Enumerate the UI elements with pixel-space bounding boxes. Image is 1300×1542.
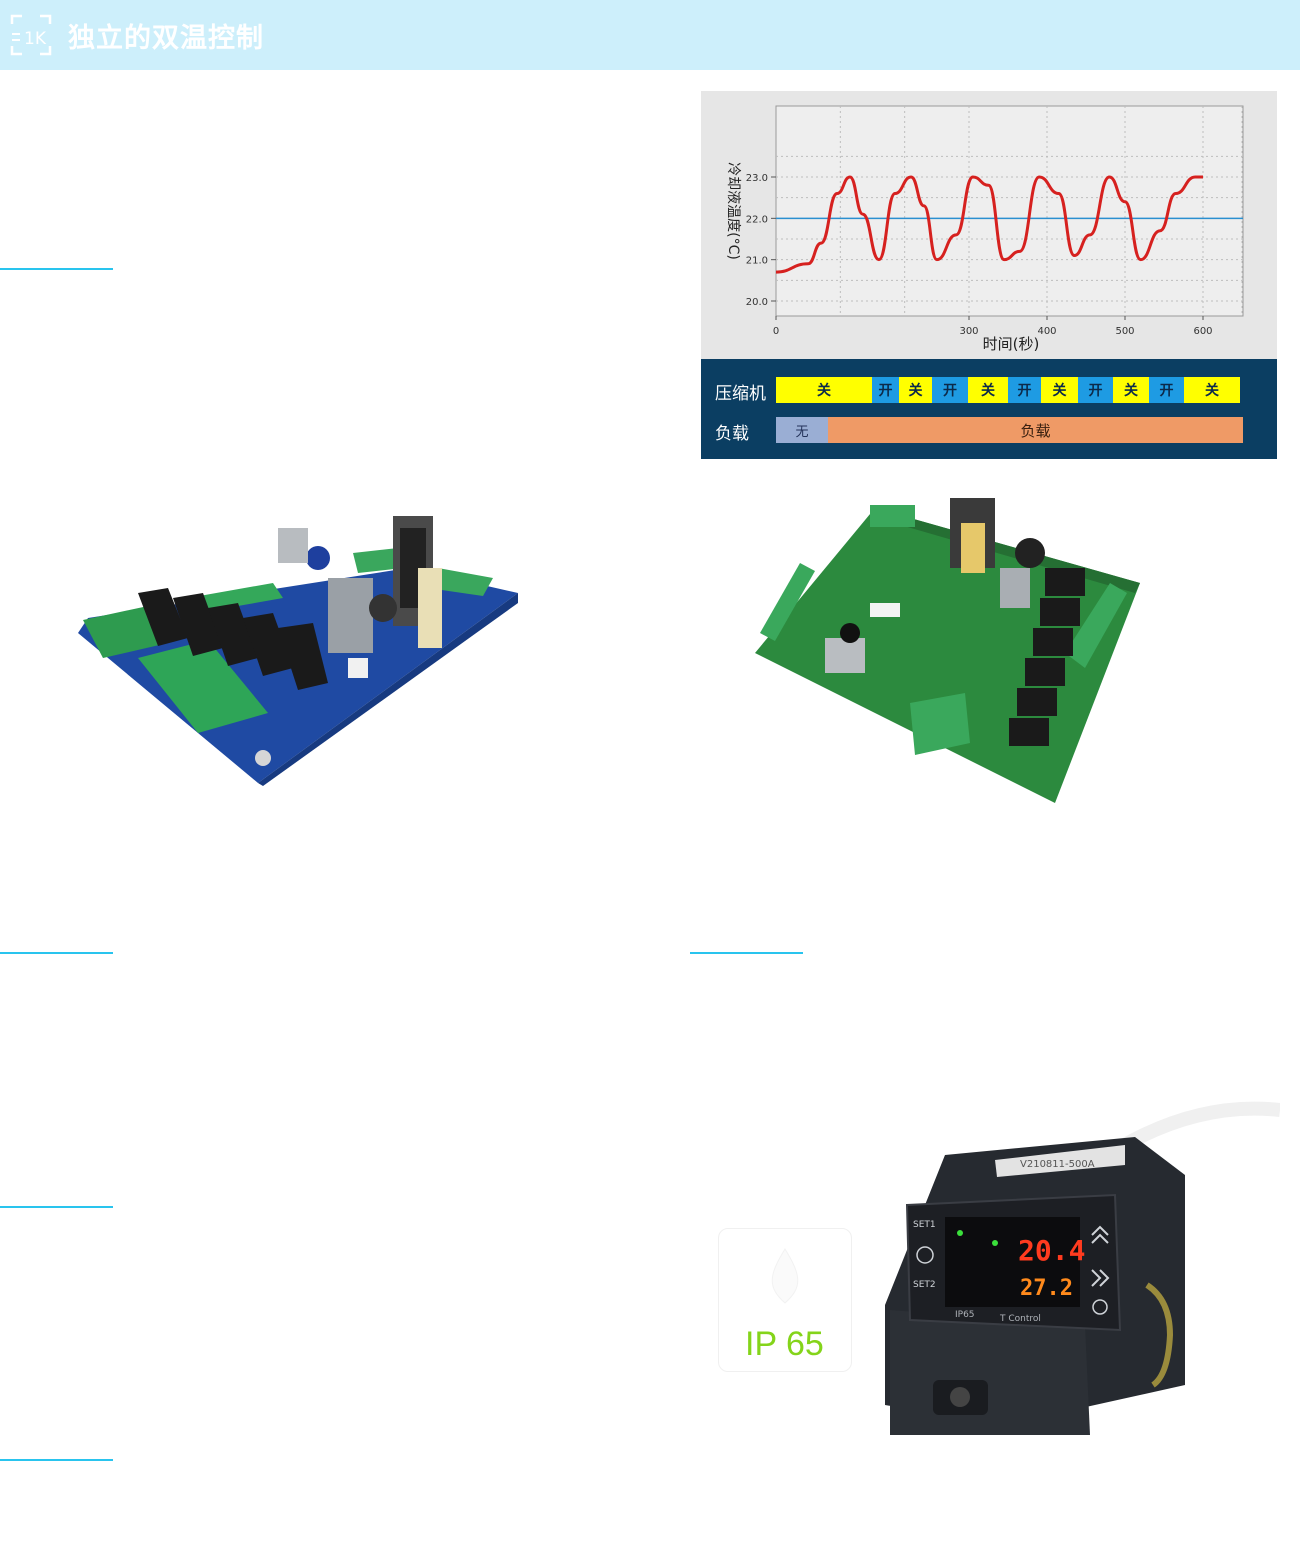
blue-pcb-board-image	[78, 516, 518, 786]
set2-label: SET2	[913, 1280, 936, 1290]
compressor-segment-off: 关	[1113, 377, 1149, 403]
temperature-chart-panel: 20.0 21.0 22.0 23.0 0 300 400 500 600 时间(秒) 冷却液温度(…	[701, 91, 1277, 459]
divider	[0, 1206, 113, 1208]
water-drop-icon	[771, 1248, 799, 1304]
green-pcb-board-image	[755, 498, 1140, 803]
ip-label: IP65	[955, 1310, 975, 1320]
compressor-segment-on: 开	[1078, 377, 1113, 403]
sticker-label: V210811-500A	[1020, 1159, 1095, 1170]
set1-label: SET1	[913, 1220, 936, 1230]
y-tick-label: 22.0	[746, 214, 768, 225]
y-axis-label: 冷却液温度(°C)	[725, 162, 741, 260]
brand-label: T Control	[999, 1314, 1041, 1324]
capacity-icon: 1K	[10, 14, 52, 56]
y-tick-label: 23.0	[746, 173, 768, 184]
ip65-badge: IP 65	[718, 1228, 852, 1372]
compressor-segment-on: 开	[872, 377, 899, 403]
y-tick-label: 20.0	[746, 297, 768, 308]
compressor-label: 压缩机	[715, 384, 766, 404]
compressor-segment-off: 关	[968, 377, 1008, 403]
load-segment-load: 负载	[828, 417, 1243, 443]
compressor-segment-on: 开	[1008, 377, 1041, 403]
load-segment-none: 无	[776, 417, 828, 443]
compressor-segment-on: 开	[1149, 377, 1184, 403]
x-tick-label: 0	[773, 326, 779, 337]
x-tick-label: 300	[959, 326, 978, 337]
plot-area	[775, 105, 1244, 317]
compressor-segment-off: 关	[776, 377, 872, 403]
x-tick-label: 500	[1115, 326, 1134, 337]
compressor-segment-off: 关	[1041, 377, 1078, 403]
compressor-segment-on: 开	[932, 377, 968, 403]
temperature-controller-image: V210811-500A 20.4 27.2 SET1 SET2 IP65 T …	[885, 1137, 1185, 1435]
x-tick-label: 600	[1193, 326, 1212, 337]
divider	[0, 268, 113, 270]
compressor-segment-off: 关	[1184, 377, 1240, 403]
y-tick-label: 21.0	[746, 256, 768, 267]
section-header: 1K 独立的双温控制	[0, 0, 1300, 70]
load-label: 负载	[715, 424, 749, 444]
page-title: 独立的双温控制	[68, 23, 264, 54]
x-axis-label: 时间(秒)	[983, 335, 1040, 353]
x-tick-label: 400	[1037, 326, 1056, 337]
state-legend: 压缩机 负载 关开关开关开关开关开关 无负载	[701, 359, 1277, 459]
divider	[0, 1459, 113, 1461]
divider	[0, 952, 113, 954]
display-top-value: 20.4	[1018, 1234, 1085, 1267]
display-bottom-value: 27.2	[1020, 1276, 1073, 1301]
logo-text: 1K	[24, 29, 47, 49]
temperature-chart: 20.0 21.0 22.0 23.0 0 300 400 500 600 时间(秒) 冷却液温度(…	[725, 105, 1244, 353]
compressor-segment-off: 关	[899, 377, 932, 403]
temperature-series-line	[775, 175, 1203, 274]
divider	[690, 952, 803, 954]
ip65-badge-text: IP 65	[745, 1325, 824, 1363]
